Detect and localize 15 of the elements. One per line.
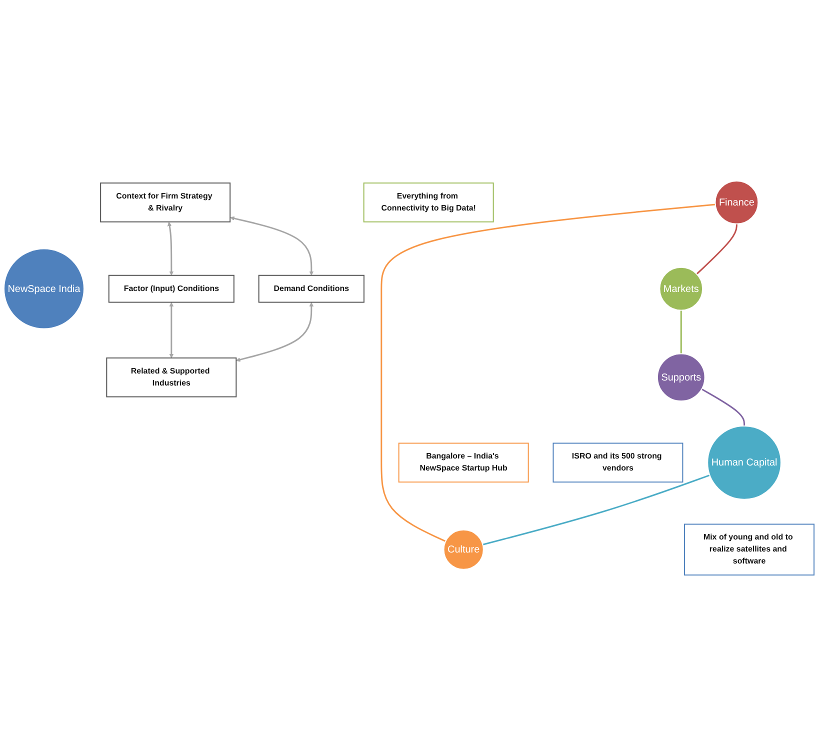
connector (701, 388, 746, 426)
node-circle: Markets (659, 266, 704, 311)
node-circle: Supports (656, 353, 706, 402)
node-circle: Finance (714, 180, 759, 224)
node-circle: NewSpace India (3, 248, 84, 330)
arrow (167, 222, 174, 276)
node-circle: Human Capital (707, 425, 782, 500)
arrow (169, 302, 174, 358)
connector (380, 204, 716, 542)
connector (482, 474, 710, 546)
connector (680, 310, 682, 354)
arrow (230, 216, 314, 276)
arrow (236, 302, 314, 362)
connector (696, 224, 738, 275)
node-circle: Culture (443, 529, 484, 570)
